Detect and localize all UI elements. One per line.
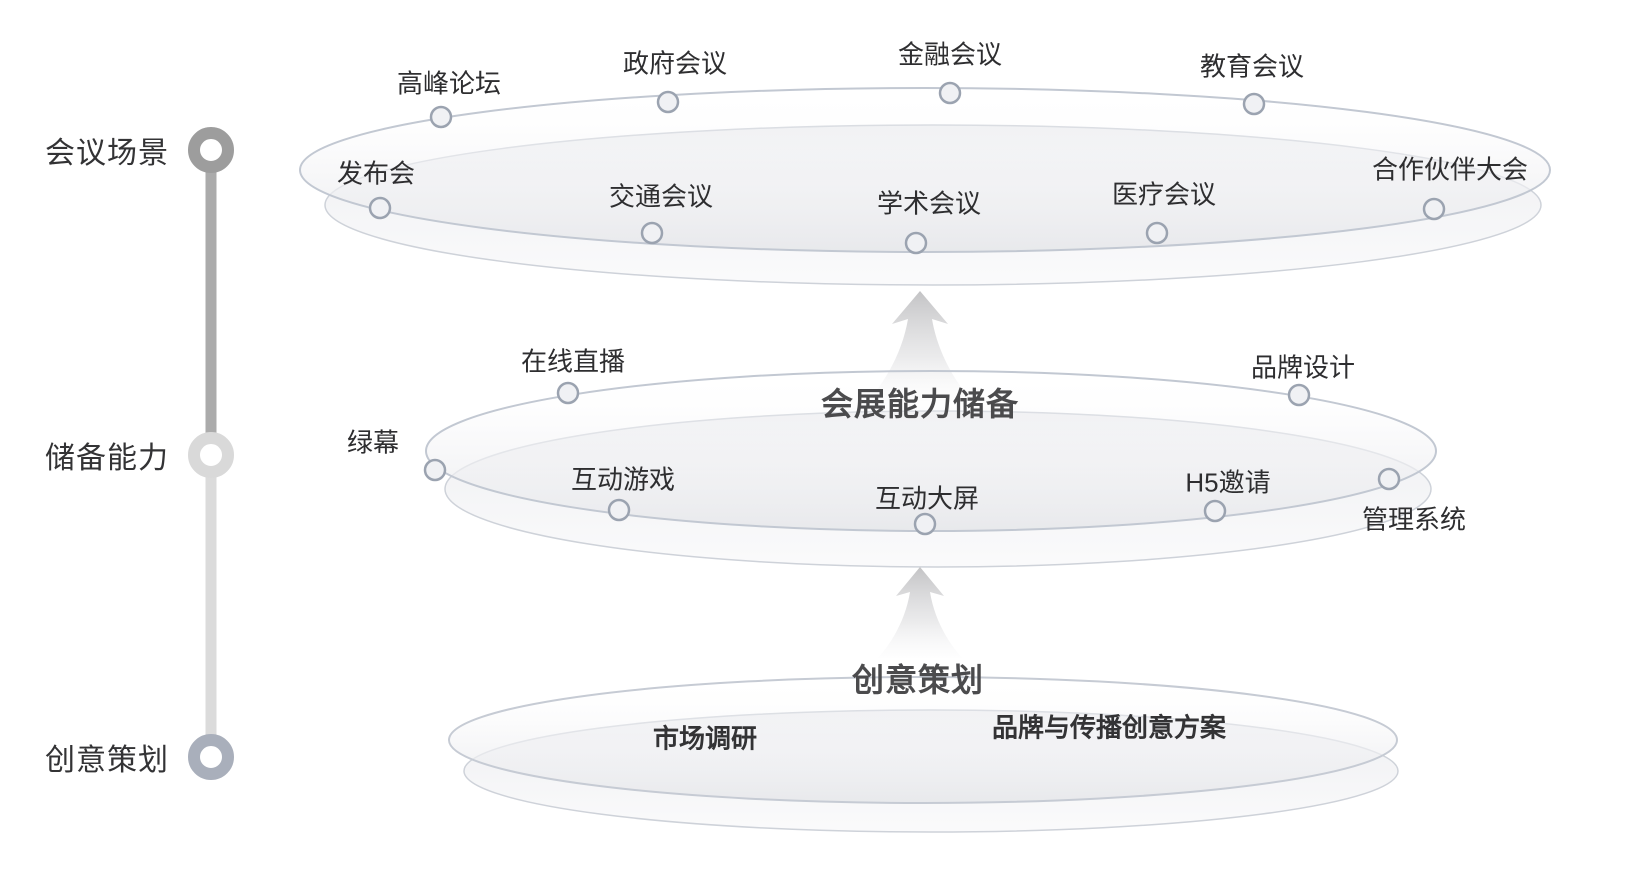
label-brand-communication-plan: 品牌与传播创意方案 [991, 712, 1227, 743]
label-brand-design: 品牌设计 [1250, 352, 1356, 383]
node-academic-meeting [904, 231, 928, 255]
tier-planning-platter [448, 676, 1399, 833]
label-green-screen: 绿幕 [346, 427, 400, 458]
label-medical-meeting: 医疗会议 [1111, 179, 1217, 210]
node-brand-design [1287, 383, 1311, 407]
label-academic-meeting: 学术会议 [876, 188, 982, 219]
label-online-streaming: 在线直播 [520, 346, 626, 377]
node-partner-conference [1422, 197, 1446, 221]
label-press-conference: 发布会 [336, 158, 416, 189]
tier-capabilities-platter [423, 370, 1437, 568]
tier-meetings-platter [299, 81, 1551, 286]
node-online-streaming [556, 381, 580, 405]
node-interactive-game [607, 498, 631, 522]
label-transport-meeting: 交通会议 [608, 181, 714, 212]
timeline-label-reserve-capability: 储备能力 [45, 442, 169, 475]
tier1-top-ellipse [299, 87, 1551, 253]
label-summit-forum: 高峰论坛 [396, 68, 502, 99]
label-education-meeting: 教育会议 [1199, 51, 1305, 82]
label-h5-invitation: H5邀请 [1185, 467, 1271, 498]
label-interactive-game: 互动游戏 [570, 464, 676, 495]
node-finance-meeting [938, 81, 962, 105]
timeline-node-creative-planning [188, 734, 234, 780]
timeline-label-meeting-scenes: 会议场景 [45, 137, 169, 170]
timeline [188, 127, 234, 780]
node-interactive-screen [913, 512, 937, 536]
arrow-up-planning-icon [878, 567, 962, 658]
label-management-system: 管理系统 [1361, 504, 1467, 535]
timeline-label-creative-planning: 创意策划 [45, 744, 169, 777]
node-management-system [1377, 467, 1401, 491]
tier-capabilities-title: 会展能力储备 [820, 386, 1020, 422]
node-transport-meeting [640, 221, 664, 245]
timeline-node-reserve-capability [188, 432, 234, 478]
node-h5-invitation [1203, 499, 1227, 523]
label-government-meeting: 政府会议 [622, 48, 728, 79]
tier-planning-title: 创意策划 [851, 662, 985, 698]
node-government-meeting [656, 90, 680, 114]
node-green-screen [423, 458, 447, 482]
label-market-research: 市场调研 [652, 723, 758, 754]
tier3-top-ellipse [448, 676, 1398, 804]
label-finance-meeting: 金融会议 [897, 39, 1003, 70]
label-interactive-screen: 互动大屏 [874, 483, 980, 514]
node-summit-forum [429, 105, 453, 129]
node-medical-meeting [1145, 221, 1169, 245]
node-press-conference [368, 196, 392, 220]
timeline-node-meeting-scenes [188, 127, 234, 173]
label-partner-conference: 合作伙伴大会 [1371, 154, 1529, 185]
node-education-meeting [1242, 92, 1266, 116]
